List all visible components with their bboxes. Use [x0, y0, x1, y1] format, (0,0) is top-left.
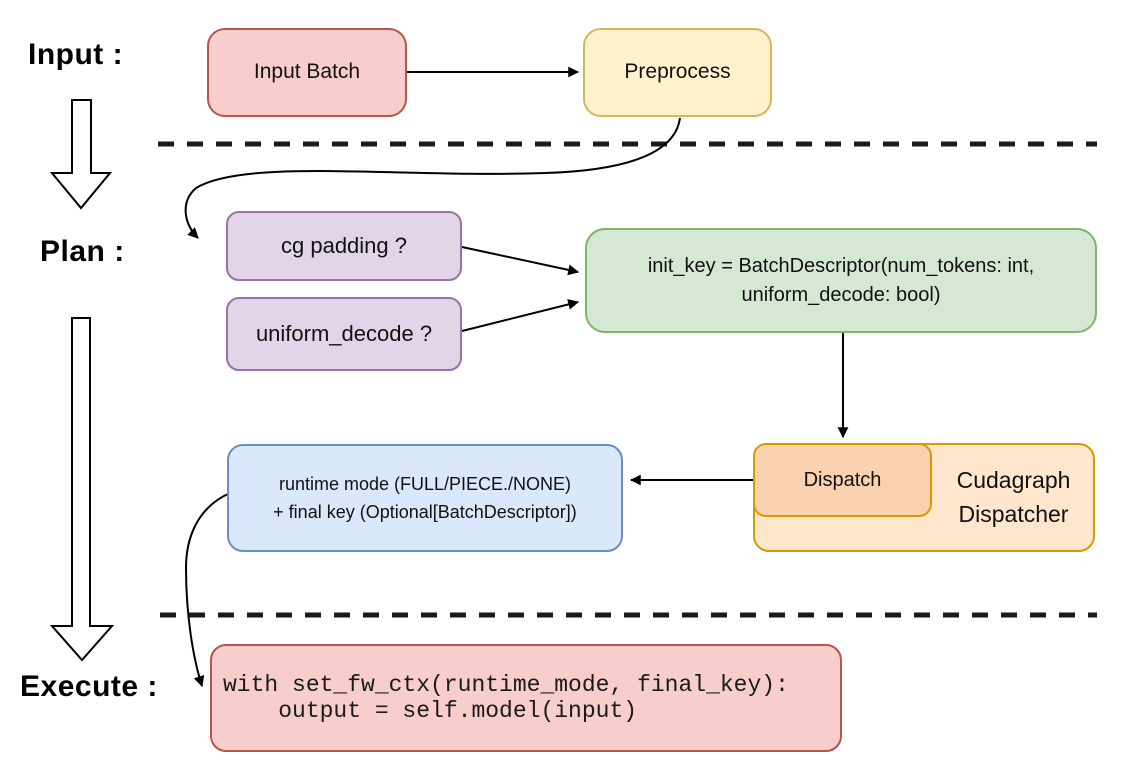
node-init-key: init_key = BatchDescriptor(num_tokens: i…: [585, 228, 1097, 333]
node-cg-padding: cg padding ?: [226, 211, 462, 281]
node-uniform-decode: uniform_decode ?: [226, 297, 462, 371]
node-execute-code: with set_fw_ctx(runtime_mode, final_key)…: [210, 644, 842, 752]
curve-runtime-to-code: [184, 492, 231, 688]
node-init-key-line1: init_key = BatchDescriptor(num_tokens: i…: [647, 254, 1035, 277]
node-dispatch-label: Dispatch: [803, 468, 882, 491]
node-preprocess: Preprocess: [583, 28, 772, 117]
stage-label-execute: Execute :: [20, 670, 158, 703]
stage-arrow-plan-to-execute-icon: [49, 317, 115, 662]
node-input-batch: Input Batch: [207, 28, 407, 117]
cudagraph-dispatcher-line2: Dispatcher: [958, 500, 1069, 527]
stage-label-input: Input :: [28, 38, 124, 71]
stage-label-plan: Plan :: [40, 235, 125, 268]
node-uniform-decode-label: uniform_decode ?: [255, 321, 433, 347]
node-preprocess-label: Preprocess: [624, 60, 731, 84]
node-init-key-line2: uniform_decode: bool): [741, 283, 941, 306]
node-input-batch-label: Input Batch: [253, 60, 361, 84]
cudagraph-dispatcher-line1: Cudagraph: [956, 467, 1071, 494]
cudagraph-dispatcher-caption: Cudagraph Dispatcher: [932, 443, 1095, 552]
node-dispatch: Dispatch: [753, 443, 932, 517]
stage-arrow-input-to-plan-icon: [49, 99, 113, 210]
node-runtime-mode-result: runtime mode (FULL/PIECE./NONE) + final …: [227, 444, 623, 552]
execute-code-line2: output = self.model(input): [223, 698, 638, 724]
node-runtime-line2: + final key (Optional[BatchDescriptor]): [273, 502, 577, 522]
curve-preprocess-to-cgpadding: [184, 117, 681, 239]
node-cg-padding-label: cg padding ?: [281, 233, 407, 259]
execute-code-line1: with set_fw_ctx(runtime_mode, final_key)…: [223, 671, 789, 698]
arrow-uniformdecode-to-initkey: [461, 299, 580, 332]
node-runtime-line1: runtime mode (FULL/PIECE./NONE): [278, 473, 572, 494]
arrow-cgpadding-to-initkey: [461, 246, 580, 276]
